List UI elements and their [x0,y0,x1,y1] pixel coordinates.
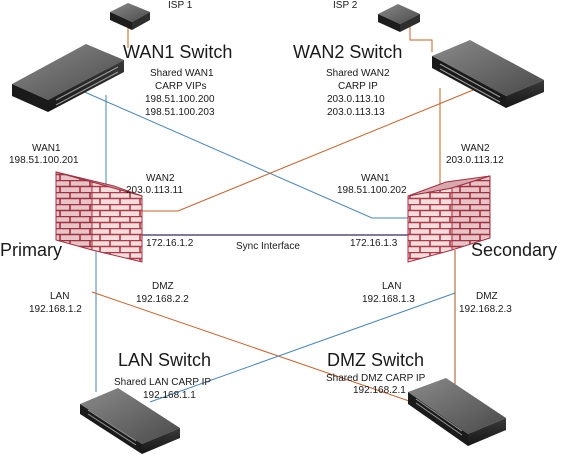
wan1-shared-line1: Shared WAN1 [150,68,214,79]
secondary-wan1-ip: 198.51.100.202 [337,185,407,196]
primary-wan2-label: WAN2 [146,173,175,184]
isp2-label: ISP 2 [333,0,358,11]
wan2-shared-ip1: 203.0.113.10 [327,94,385,105]
lan-secondary-link [149,292,456,403]
lan-switch-icon [80,388,180,454]
wan1-secondary-link [79,89,410,219]
dmz-primary-link [91,291,413,403]
secondary-lan-label: LAN [382,281,401,292]
secondary-dmz-label: DMZ [476,291,498,302]
lan-switch-title: LAN Switch [118,350,211,370]
secondary-wan1-label: WAN1 [361,173,390,184]
primary-firewall-icon [55,171,143,263]
dmz-switch-title: DMZ Switch [327,350,424,370]
isp2-router-icon [378,4,420,32]
secondary-wan2-label: WAN2 [461,143,490,154]
wan2-primary-link [138,87,479,212]
primary-wan1-label: WAN1 [32,143,61,154]
secondary-sync-ip: 172.16.1.3 [350,238,398,249]
wan2-shared-ip2: 203.0.113.13 [327,107,385,118]
primary-wan2-ip: 203.0.113.11 [126,185,183,196]
dmz-shared-label: Shared DMZ CARP IP [326,373,426,384]
secondary-wan2-ip: 203.0.113.12 [446,155,504,166]
wan2-shared-line1: Shared WAN2 [326,68,390,79]
secondary-dmz-ip: 192.168.2.3 [459,304,512,315]
wan1-shared-ip1: 198.51.100.200 [145,94,215,105]
sync-interface-label: Sync Interface [236,241,300,252]
primary-lan-ip: 192.168.1.2 [29,304,82,315]
primary-sync-ip: 172.16.1.2 [146,238,194,249]
wan2-switch-title: WAN2 Switch [293,42,402,62]
secondary-firewall-icon [407,175,491,263]
secondary-title: Secondary [471,240,557,260]
lan-shared-label: Shared LAN CARP IP [114,377,211,388]
wan1-switch-title: WAN1 Switch [123,42,232,62]
primary-wan1-ip: 198.51.100.201 [9,155,79,166]
dmz-switch-icon [408,378,506,446]
primary-dmz-label: DMZ [152,281,174,292]
dmz-shared-ip: 192.168.2.1 [353,385,406,396]
primary-lan-label: LAN [50,291,69,302]
wan2-shared-line2: CARP IP [338,81,378,92]
lan-shared-ip: 192.168.1.1 [143,390,196,401]
wan1-shared-ip2: 198.51.100.203 [145,107,215,118]
wan2-switch-icon [432,40,544,108]
isp1-router-icon [110,3,150,30]
isp2-uplink [409,22,433,52]
isp1-label: ISP 1 [168,0,193,11]
primary-dmz-ip: 192.168.2.2 [136,294,189,305]
links [79,22,479,403]
secondary-lan-ip: 192.168.1.3 [362,294,415,305]
wan1-shared-line2: CARP VIPs [155,81,207,92]
wan1-switch-icon [12,44,124,112]
primary-title: Primary [0,240,62,260]
